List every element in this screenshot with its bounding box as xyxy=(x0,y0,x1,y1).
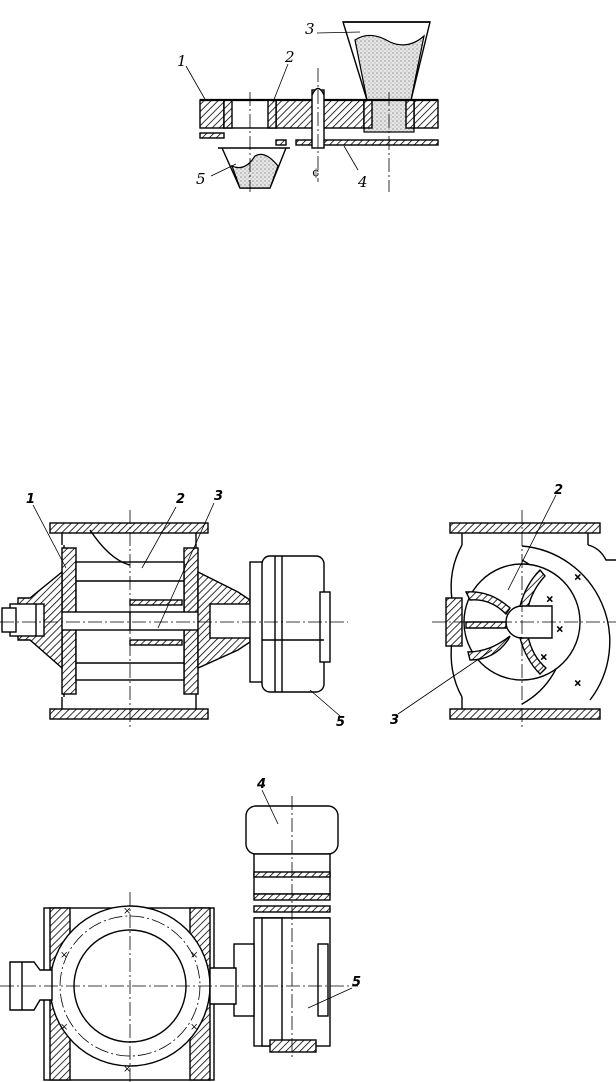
label-2: 2 xyxy=(554,483,563,498)
svg-text:×: × xyxy=(556,625,564,635)
svg-text:×: × xyxy=(574,679,582,689)
label-5: 5 xyxy=(336,715,345,730)
label-2: 2 xyxy=(176,492,185,507)
label-5: 5 xyxy=(196,170,206,188)
svg-text:¢: ¢ xyxy=(312,165,320,179)
label-1: 1 xyxy=(177,52,187,70)
label-2: 2 xyxy=(284,48,295,66)
rotary-valve-cross-section: × × × × × 2 3 xyxy=(390,483,616,730)
svg-text:×: × xyxy=(190,950,198,961)
svg-text:×: × xyxy=(540,653,548,663)
rotary-valve-plan-view: × × × × × × 4 5 xyxy=(0,777,361,1082)
svg-text:×: × xyxy=(546,595,554,605)
label-3: 3 xyxy=(305,20,315,38)
svg-text:×: × xyxy=(60,1022,68,1033)
svg-text:×: × xyxy=(574,573,582,583)
gearbox xyxy=(234,918,330,1052)
label-3: 3 xyxy=(390,713,399,728)
feeder-disc-section: 1 2 3 4 5 ¢ xyxy=(177,20,438,192)
label-4: 4 xyxy=(357,173,368,191)
hopper xyxy=(343,22,430,100)
label-3: 3 xyxy=(214,489,223,504)
receiving-cup xyxy=(218,148,290,188)
svg-text:×: × xyxy=(60,950,68,961)
gear-motor xyxy=(250,556,330,692)
label-4: 4 xyxy=(256,777,266,792)
label-5: 5 xyxy=(352,975,361,990)
valve-body: × × × × × × xyxy=(44,906,214,1080)
rotary-valve-side-section: 1 2 3 5 xyxy=(0,489,348,730)
svg-text:×: × xyxy=(190,1022,198,1033)
label-1: 1 xyxy=(26,492,35,507)
